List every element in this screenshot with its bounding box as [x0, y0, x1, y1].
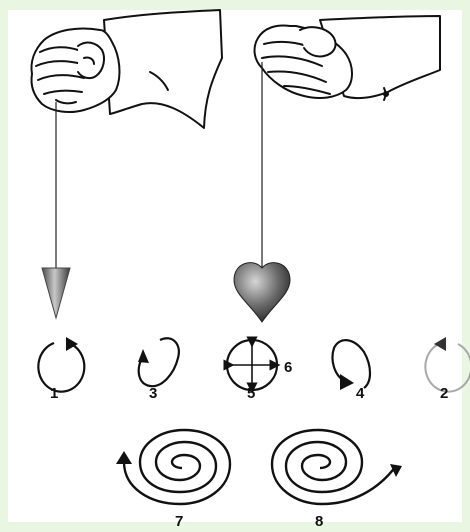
motion-label-2: 2 [440, 385, 448, 402]
motion-label-4: 4 [356, 385, 365, 402]
motion-label-1: 1 [50, 385, 58, 402]
cross-axes-icon [227, 340, 277, 390]
motion-label-3: 3 [149, 385, 157, 402]
motion-label-5: 5 [247, 385, 255, 402]
motion-label-7: 7 [175, 513, 183, 530]
motion-label-6: 6 [284, 359, 292, 376]
motion-label-8: 8 [315, 513, 323, 530]
